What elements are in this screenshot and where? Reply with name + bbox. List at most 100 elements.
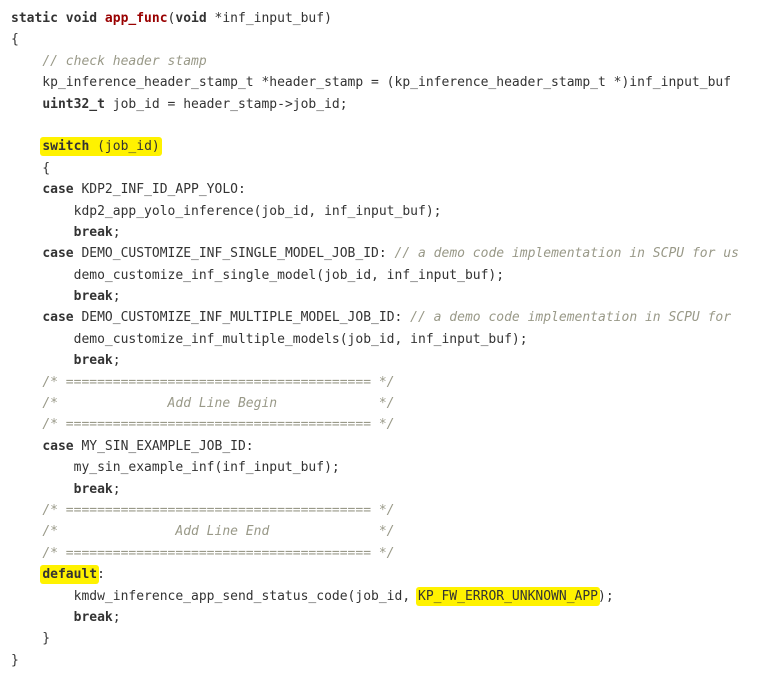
- code-line: {: [11, 158, 739, 179]
- code-block: static void app_func(void *inf_input_buf…: [11, 8, 739, 671]
- code-text: KDP2_INF_ID_APP_YOLO:: [73, 182, 246, 198]
- code-text: [11, 225, 74, 240]
- code-keyword: void: [175, 11, 207, 26]
- code-text: demo_customize_inf_multiple_models(job_i…: [11, 331, 528, 347]
- code-line: /* Add Line Begin */: [11, 393, 739, 414]
- code-text: job_id = header_stamp->job_id;: [104, 96, 348, 112]
- code-keyword: uint32_t: [42, 96, 105, 112]
- code-line: break;: [11, 286, 739, 307]
- code-text: (: [167, 11, 176, 26]
- code-text: (job_id): [89, 139, 160, 155]
- code-text: [11, 139, 42, 154]
- code-text: [11, 610, 74, 625]
- code-line: }: [11, 628, 739, 649]
- code-text: [11, 353, 74, 368]
- code-comment: /* Add Line End */: [42, 524, 395, 540]
- code-keyword: break: [73, 481, 113, 497]
- code-text: *inf_input_buf): [206, 11, 332, 26]
- code-text: ;: [112, 289, 121, 305]
- highlight-mark: default: [40, 565, 100, 585]
- code-line: /* Add Line End */: [11, 521, 739, 542]
- code-text: kp_inference_header_stamp_t *header_stam…: [11, 75, 732, 91]
- code-text: [11, 503, 42, 518]
- code-text: {: [11, 32, 19, 48]
- code-line: switch (job_id): [11, 136, 739, 157]
- code-keyword: static void: [11, 11, 105, 26]
- code-text: [11, 246, 42, 261]
- code-keyword: case: [42, 438, 74, 454]
- code-text: ;: [112, 353, 121, 369]
- code-line: break;: [11, 350, 739, 371]
- code-text: [11, 54, 42, 69]
- code-line: }: [11, 650, 739, 671]
- code-line: case DEMO_CUSTOMIZE_INF_SINGLE_MODEL_JOB…: [11, 243, 739, 264]
- code-text: kmdw_inference_app_send_status_code(job_…: [11, 588, 418, 604]
- code-line: // check header stamp: [11, 51, 739, 72]
- code-text: my_sin_example_inf(inf_input_buf);: [11, 460, 340, 476]
- code-keyword: switch: [42, 139, 90, 155]
- code-line: static void app_func(void *inf_input_buf…: [11, 8, 739, 29]
- code-text: [11, 524, 42, 539]
- code-comment: /* =====================================…: [42, 417, 395, 433]
- code-text: {: [11, 160, 51, 176]
- code-line: break;: [11, 222, 739, 243]
- code-line: kdp2_app_yolo_inference(job_id, inf_inpu…: [11, 201, 739, 222]
- code-line: {: [11, 29, 739, 50]
- code-text: DEMO_CUSTOMIZE_INF_SINGLE_MODEL_JOB_ID:: [73, 246, 395, 262]
- code-text: ;: [112, 224, 121, 240]
- code-text: [11, 546, 42, 561]
- code-line: /* =====================================…: [11, 372, 739, 393]
- code-text: KP_FW_ERROR_UNKNOWN_APP: [418, 588, 599, 604]
- code-text: ;: [112, 481, 121, 497]
- code-keyword: break: [73, 224, 113, 240]
- code-keyword: case: [42, 182, 74, 198]
- code-comment: // a demo code implementation in SCPU fo…: [394, 246, 739, 262]
- code-text: [11, 439, 42, 454]
- code-text: kdp2_app_yolo_inference(job_id, inf_inpu…: [11, 203, 442, 219]
- code-line: default:: [11, 564, 739, 585]
- code-comment: // check header stamp: [42, 53, 207, 69]
- highlight-mark: switch (job_id): [40, 137, 162, 157]
- code-text: [11, 396, 42, 411]
- code-comment: /* Add Line Begin */: [42, 396, 395, 412]
- code-function-name: app_func: [104, 11, 168, 26]
- code-text: );: [598, 588, 614, 604]
- code-keyword: break: [73, 353, 113, 369]
- code-keyword: case: [42, 310, 74, 326]
- highlight-mark: KP_FW_ERROR_UNKNOWN_APP: [416, 586, 601, 606]
- code-line: case KDP2_INF_ID_APP_YOLO:: [11, 179, 739, 200]
- code-line: [11, 115, 739, 136]
- code-text: [11, 182, 42, 197]
- code-text: }: [11, 652, 19, 668]
- code-text: [11, 482, 74, 497]
- code-line: case MY_SIN_EXAMPLE_JOB_ID:: [11, 436, 739, 457]
- code-comment: /* =====================================…: [42, 545, 395, 561]
- code-line: /* =====================================…: [11, 414, 739, 435]
- code-text: }: [11, 631, 51, 647]
- code-keyword: break: [73, 289, 113, 305]
- code-line: demo_customize_inf_single_model(job_id, …: [11, 265, 739, 286]
- code-line: uint32_t job_id = header_stamp->job_id;: [11, 94, 739, 115]
- code-comment: /* =====================================…: [42, 374, 395, 390]
- code-comment: /* =====================================…: [42, 502, 395, 518]
- code-text: [11, 289, 74, 304]
- code-line: break;: [11, 479, 739, 500]
- code-text: DEMO_CUSTOMIZE_INF_MULTIPLE_MODEL_JOB_ID…: [73, 310, 411, 326]
- code-line: kp_inference_header_stamp_t *header_stam…: [11, 72, 739, 93]
- code-text: MY_SIN_EXAMPLE_JOB_ID:: [73, 438, 254, 454]
- code-keyword: case: [42, 246, 74, 262]
- code-line: case DEMO_CUSTOMIZE_INF_MULTIPLE_MODEL_J…: [11, 307, 739, 328]
- code-keyword: break: [73, 609, 113, 625]
- code-text: [11, 417, 42, 432]
- code-comment: // a demo code implementation in SCPU fo…: [410, 310, 732, 326]
- code-text: [11, 567, 42, 582]
- code-line: my_sin_example_inf(inf_input_buf);: [11, 457, 739, 478]
- code-text: [11, 97, 42, 112]
- code-keyword: default: [42, 567, 98, 583]
- code-text: ;: [112, 609, 121, 625]
- code-line: demo_customize_inf_multiple_models(job_i…: [11, 329, 739, 350]
- code-text: demo_customize_inf_single_model(job_id, …: [11, 267, 505, 283]
- code-line: break;: [11, 607, 739, 628]
- code-text: :: [97, 567, 105, 583]
